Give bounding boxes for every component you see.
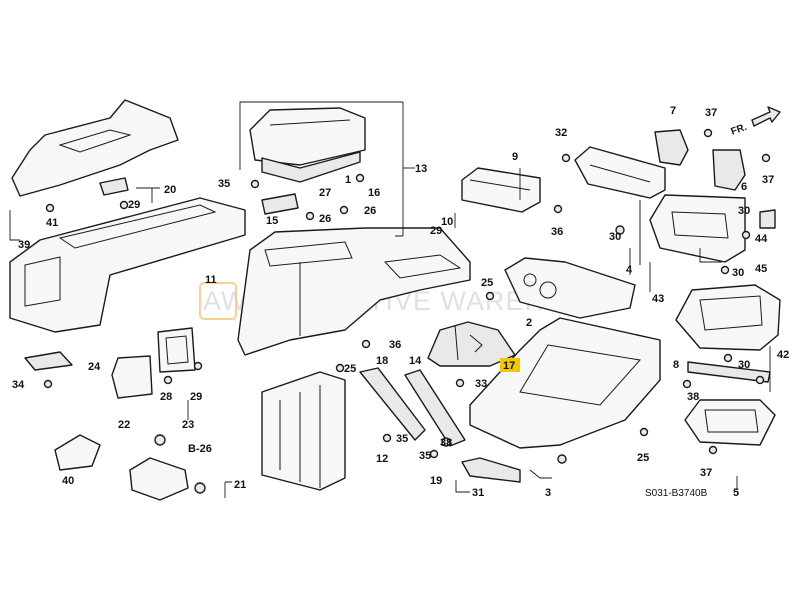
callout-3: 3 <box>545 487 551 499</box>
callout-33: 33 <box>475 378 487 390</box>
callout-25a: 25 <box>344 363 356 375</box>
callout-36b: 36 <box>551 226 563 238</box>
callout-16: 16 <box>368 187 380 199</box>
callout-1: 1 <box>345 174 351 186</box>
part-frame-28 <box>157 327 196 373</box>
part-mounting-bracket <box>574 146 666 265</box>
part-tray <box>675 284 781 351</box>
callout-5: 5 <box>733 487 739 499</box>
part-console-frame <box>261 371 346 491</box>
callout-35c: 35 <box>419 450 431 462</box>
callout-6: 6 <box>741 181 747 193</box>
callout-41: 41 <box>46 217 58 229</box>
callout-7: 7 <box>670 105 676 117</box>
drawing-code: S031-B3740B <box>645 488 708 499</box>
part-bezel <box>111 355 153 399</box>
front-direction-indicator: FR. <box>730 106 781 138</box>
part-shift-boot <box>427 321 516 367</box>
callout-29b: 29 <box>190 391 202 403</box>
callout-9: 9 <box>512 151 518 163</box>
callout-40: 40 <box>62 475 74 487</box>
callout-26b: 26 <box>364 205 376 217</box>
fasteners <box>43 128 771 494</box>
callout-17: 17 <box>503 360 515 372</box>
callout-14: 14 <box>409 355 422 367</box>
callout-29c: 29 <box>430 225 442 237</box>
callout-15: 15 <box>266 215 278 227</box>
callout-20: 20 <box>164 184 176 196</box>
part-bracket-6 <box>712 149 746 191</box>
callout-32: 32 <box>555 127 567 139</box>
callout-30c: 30 <box>732 267 744 279</box>
watermark-badge-box <box>199 282 237 320</box>
callout-b26: B-26 <box>188 443 212 455</box>
callout-24: 24 <box>88 361 101 373</box>
callout-30d: 30 <box>738 359 750 371</box>
callout-27: 27 <box>319 187 331 199</box>
callout-29a: 29 <box>128 199 140 211</box>
front-direction-label: FR. <box>730 122 749 138</box>
part-latch <box>261 193 299 215</box>
watermark-badge: AW <box>203 286 248 316</box>
callout-10: 10 <box>441 216 453 228</box>
callout-26a: 26 <box>319 213 331 225</box>
callout-37c: 37 <box>700 467 712 479</box>
callout-28: 28 <box>160 391 172 403</box>
callout-35a: 35 <box>218 178 230 190</box>
callout-19: 19 <box>430 475 442 487</box>
callout-22: 22 <box>118 419 130 431</box>
part-stay-14 <box>404 369 466 447</box>
part-shifter-plate <box>504 257 636 319</box>
callout-numbers: 1 2 3 4 5 6 7 8 9 10 11 12 13 14 15 16 1… <box>12 105 789 499</box>
callout-37b: 37 <box>762 174 774 186</box>
callout-4: 4 <box>626 264 633 276</box>
callout-44: 44 <box>755 233 768 245</box>
callout-31: 31 <box>472 487 484 499</box>
part-bracket-7 <box>654 129 689 166</box>
callout-34: 34 <box>12 379 25 391</box>
callout-36a: 36 <box>389 339 401 351</box>
callout-30a: 30 <box>609 231 621 243</box>
callout-39: 39 <box>18 239 30 251</box>
part-stay-18 <box>359 367 426 441</box>
callout-38a: 38 <box>440 437 452 449</box>
callout-13: 13 <box>415 163 427 175</box>
part-bracket-21 <box>129 457 189 501</box>
part-cup-holder <box>649 194 746 263</box>
callout-38b: 38 <box>687 391 699 403</box>
highlighted-callout-box <box>500 358 520 372</box>
part-center-console-box <box>237 227 471 356</box>
part-rail <box>687 361 771 383</box>
part-bracket-40 <box>54 434 101 471</box>
part-rear-console-top-panel <box>11 99 179 197</box>
part-front-console <box>469 317 661 449</box>
callout-43: 43 <box>652 293 664 305</box>
callout-30b: 30 <box>738 205 750 217</box>
arrow-right-icon <box>751 106 781 127</box>
part-handle <box>461 457 521 483</box>
callout-25c: 25 <box>637 452 649 464</box>
callout-21: 21 <box>234 479 246 491</box>
part-clip-44 <box>759 209 776 229</box>
part-pocket <box>461 167 541 213</box>
callout-23: 23 <box>182 419 194 431</box>
leader-lines <box>9 101 771 498</box>
callout-18: 18 <box>376 355 388 367</box>
part-switch <box>99 177 129 196</box>
callout-45: 45 <box>755 263 767 275</box>
part-cup-holder-lower <box>684 399 776 446</box>
callout-8: 8 <box>673 359 679 371</box>
callout-25b: 25 <box>481 277 493 289</box>
callout-35b: 35 <box>396 433 408 445</box>
callout-12: 12 <box>376 453 388 465</box>
callout-42: 42 <box>777 349 789 361</box>
callout-37a: 37 <box>705 107 717 119</box>
part-rear-console-panel <box>9 197 246 333</box>
callout-11: 11 <box>205 274 217 286</box>
part-lever-24 <box>24 351 73 371</box>
part-armrest <box>249 107 366 183</box>
callout-2: 2 <box>526 317 532 329</box>
